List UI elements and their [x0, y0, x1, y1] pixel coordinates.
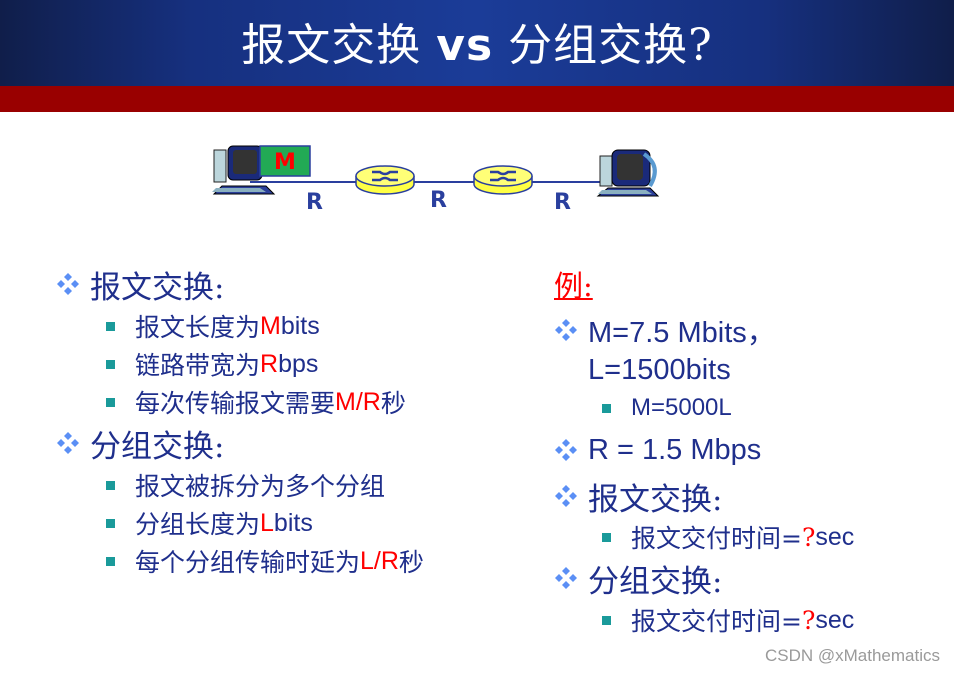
list-item: M=5000L	[554, 390, 854, 426]
destination-computer-icon	[596, 149, 660, 197]
param-text: L=1500bits	[588, 353, 731, 386]
item-suffix: sec	[815, 605, 855, 634]
heading-text: 分组交换:	[90, 428, 225, 465]
svg-text:M: M	[274, 150, 296, 175]
highlight-text: L	[260, 508, 274, 537]
square-bullet-icon	[106, 321, 115, 331]
square-bullet-icon	[602, 532, 611, 542]
highlight-text: R	[260, 349, 279, 378]
heading-text: 报文交换:	[588, 481, 723, 518]
diamond-bullet-icon	[555, 319, 577, 341]
heading-text: 报文交换:	[90, 269, 225, 306]
link-rate-label: R	[430, 188, 447, 213]
watermark: CSDN @xMathematics	[764, 646, 940, 665]
item-text: 分组长度为	[135, 510, 261, 539]
section-heading-message-switching: 报文交换:	[554, 476, 854, 518]
title-vs: vs	[436, 20, 494, 71]
heading-text: 分组交换:	[588, 563, 723, 600]
item-text: 每个分组传输时延为	[135, 548, 361, 577]
example-label: 例:	[554, 269, 593, 303]
title-bar: 报文交换 vs 分组交换?	[0, 0, 954, 86]
router-icon	[473, 165, 533, 195]
item-text: 链路带宽为	[135, 351, 261, 380]
diamond-bullet-icon	[57, 432, 79, 454]
list-item: 报文被拆分为多个分组	[56, 466, 424, 504]
param-m: M=7.5 Mbits，	[554, 310, 854, 350]
item-text: 每次传输报文需要	[135, 389, 336, 418]
square-bullet-icon	[602, 403, 611, 413]
square-bullet-icon	[106, 556, 115, 566]
square-bullet-icon	[106, 480, 115, 490]
highlight-text: M	[260, 311, 281, 340]
square-bullet-icon	[602, 615, 611, 625]
source-computer-icon	[212, 145, 276, 195]
slide-title: 报文交换 vs 分组交换?	[241, 9, 712, 73]
highlight-text: M/R	[335, 387, 381, 416]
square-bullet-icon	[106, 397, 115, 407]
diamond-bullet-icon	[555, 439, 577, 461]
highlight-text: L/R	[360, 546, 399, 575]
unknown-mark: ?	[801, 605, 816, 635]
right-column: 例: M=7.5 Mbits， L=1500bits M=5000L R = 1…	[554, 266, 854, 642]
diamond-bullet-icon	[555, 485, 577, 507]
item-suffix: 秒	[380, 389, 406, 418]
router-icon	[355, 165, 415, 195]
item-suffix: 秒	[398, 548, 424, 577]
section-heading-packet-switching: 分组交换:	[554, 558, 854, 600]
message-box: M	[259, 145, 311, 177]
title-part-packet-switching: 分组交换?	[508, 20, 713, 71]
section-heading-message-switching: 报文交换:	[56, 264, 424, 306]
network-diagram-svg: M	[212, 145, 660, 197]
item-text: 报文长度为	[135, 313, 261, 342]
param-l: L=1500bits	[554, 350, 854, 390]
param-r: R = 1.5 Mbps	[554, 430, 854, 470]
item-text: 报文交付时间=	[631, 607, 802, 636]
list-item: 报文交付时间=? sec	[554, 516, 854, 558]
unknown-mark: ?	[801, 522, 816, 552]
item-suffix: bits	[280, 311, 320, 340]
link-rate-label: R	[306, 190, 323, 215]
item-text: M=5000L	[631, 394, 732, 421]
square-bullet-icon	[106, 359, 115, 369]
item-suffix: bps	[278, 349, 319, 378]
item-text: 报文交付时间=	[631, 524, 802, 553]
item-text: 报文被拆分为多个分组	[135, 472, 386, 501]
link-rate-label: R	[554, 190, 571, 215]
diamond-bullet-icon	[57, 273, 79, 295]
param-text: M=7.5 Mbits，	[588, 317, 776, 349]
list-item: 报文交付时间=? sec	[554, 598, 854, 642]
item-suffix: bits	[273, 508, 313, 537]
title-part-message-switching: 报文交换	[241, 20, 422, 71]
section-heading-packet-switching: 分组交换:	[56, 423, 424, 465]
param-text: R = 1.5 Mbps	[588, 433, 762, 466]
item-suffix: sec	[815, 522, 855, 551]
network-diagram: M R R R	[200, 130, 680, 230]
square-bullet-icon	[106, 518, 115, 528]
red-divider-band	[0, 86, 954, 112]
diamond-bullet-icon	[555, 567, 577, 589]
